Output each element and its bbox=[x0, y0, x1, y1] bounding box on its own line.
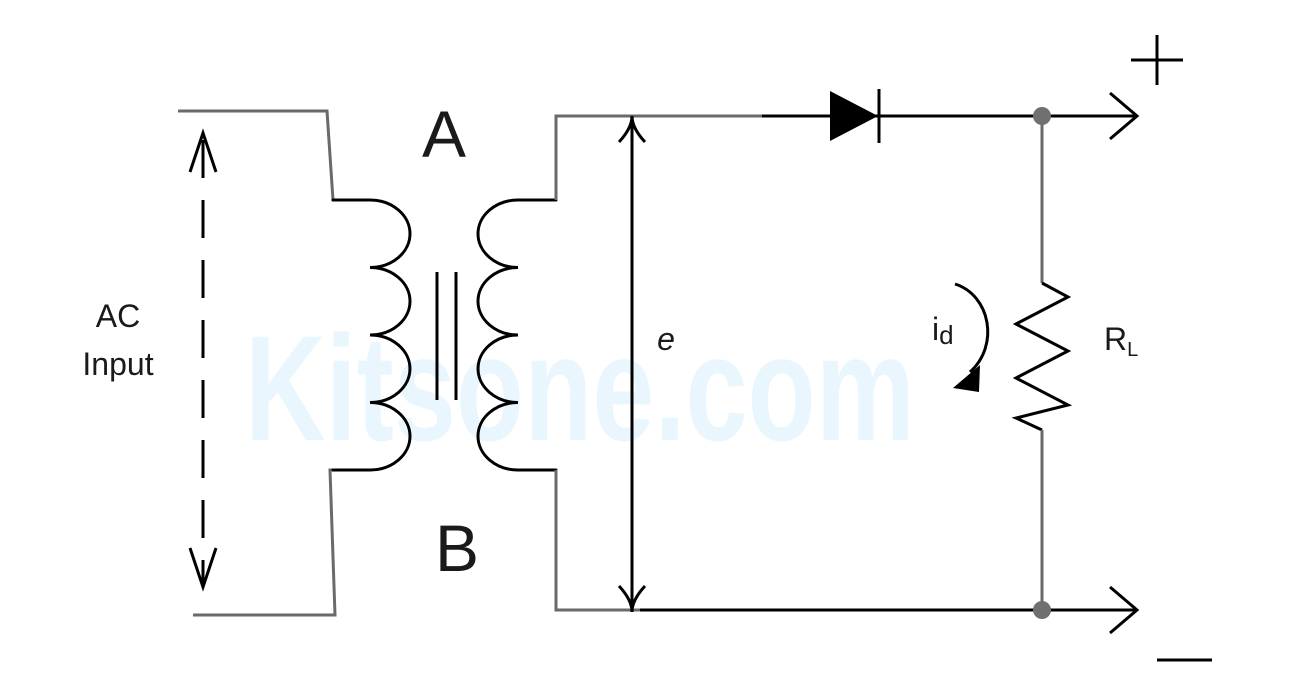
secondary-winding bbox=[476, 198, 558, 472]
ac-label: AC bbox=[96, 298, 140, 334]
current-label: id bbox=[932, 311, 954, 350]
diode bbox=[830, 89, 881, 143]
label-b: B bbox=[435, 511, 479, 585]
voltage-arrow bbox=[617, 115, 647, 613]
output-top-line bbox=[762, 91, 1140, 141]
input-label: Input bbox=[82, 346, 153, 382]
watermark: Kitsone.com bbox=[245, 304, 915, 472]
transformer-core bbox=[435, 272, 458, 400]
output-bottom-arrow bbox=[1109, 585, 1140, 635]
secondary-wiring bbox=[554, 114, 1135, 612]
voltage-label: e bbox=[657, 321, 675, 357]
positive-terminal-symbol bbox=[1131, 35, 1183, 85]
current-direction-arrow bbox=[953, 282, 990, 392]
label-a: A bbox=[422, 97, 466, 171]
load-resistor bbox=[1011, 116, 1073, 610]
resistor-label: RL bbox=[1104, 321, 1138, 361]
ac-input-arrow bbox=[188, 128, 218, 592]
bottom-junction-node bbox=[1033, 601, 1051, 619]
top-junction-node bbox=[1033, 107, 1051, 125]
primary-winding bbox=[331, 198, 412, 472]
